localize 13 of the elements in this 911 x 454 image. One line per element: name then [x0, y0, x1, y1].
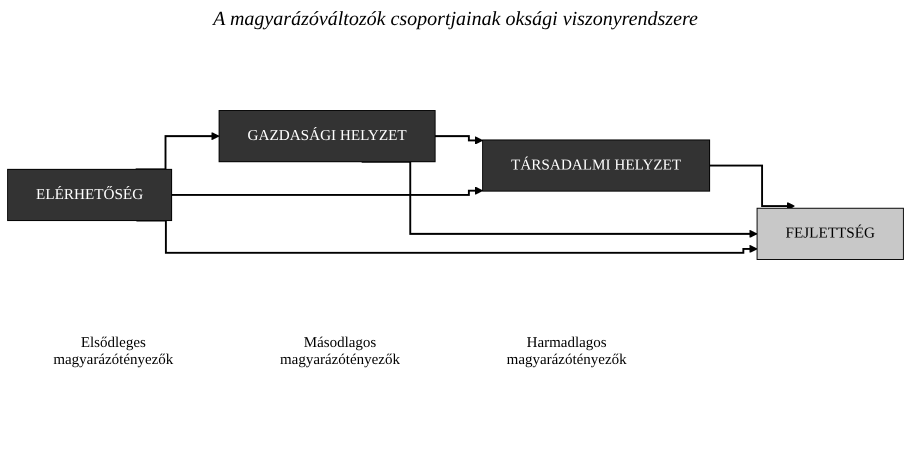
arrow — [136, 132, 220, 170]
arrow — [435, 135, 484, 145]
arrow — [362, 160, 758, 238]
group-caption: Elsődleges magyarázótényezők — [52, 335, 174, 369]
group-caption: Másodlagos magyarázótényezők — [279, 335, 401, 369]
group-caption: Harmadlagos magyarázótényezők — [506, 335, 628, 369]
diagram-title: A magyarázóváltozók csoportjainak oksági viszonyrendszere — [211, 8, 699, 31]
arrow — [710, 164, 795, 210]
node-box: FEJLETTSÉG — [756, 208, 904, 260]
node-box: ELÉRHETŐSÉG — [7, 168, 172, 222]
arrow — [172, 186, 484, 196]
node-box: GAZDASÁGI HELYZET — [218, 110, 436, 162]
node-box: TÁRSADALMI HELYZET — [482, 139, 710, 192]
